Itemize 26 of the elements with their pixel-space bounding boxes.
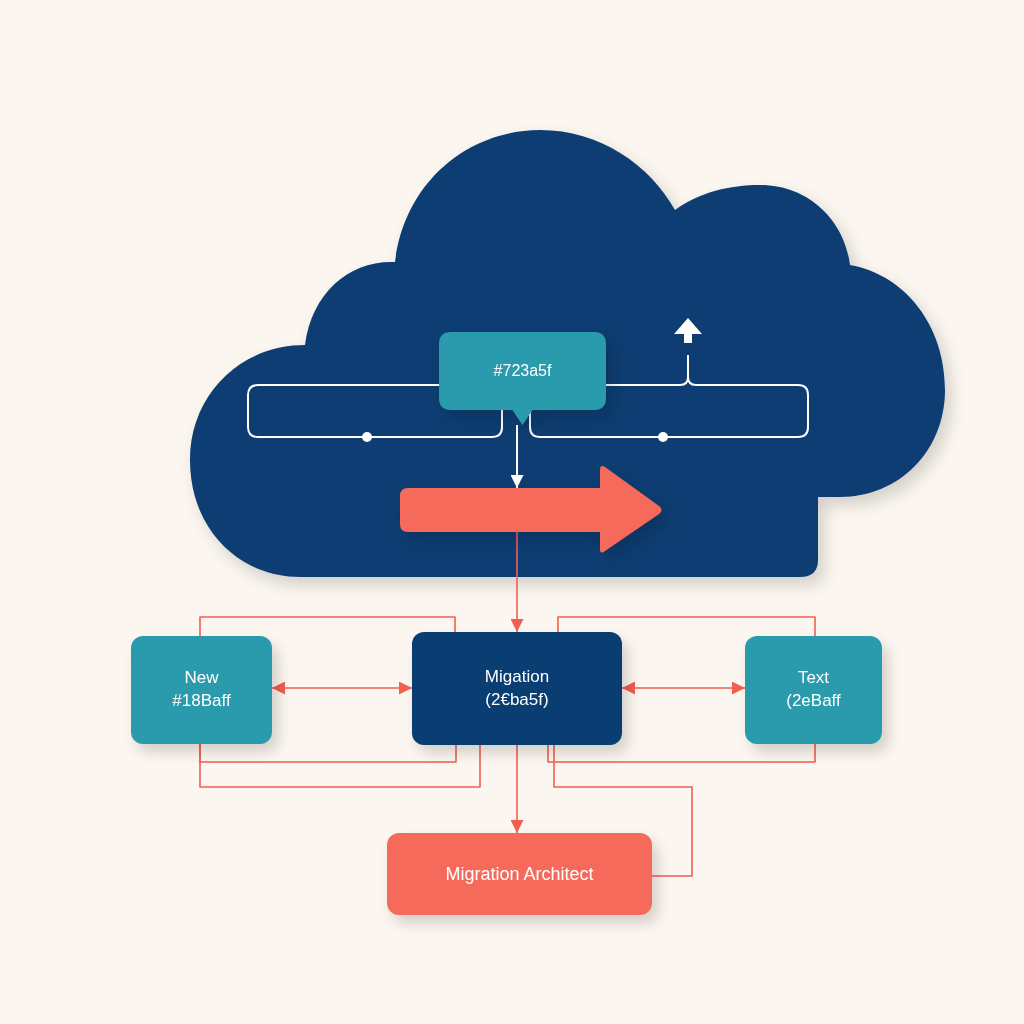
arrow	[271, 681, 413, 695]
node-label: New	[184, 667, 219, 690]
arrow	[621, 681, 746, 695]
node-label: (2€ba5f)	[485, 688, 549, 711]
process-box	[412, 632, 622, 745]
process-box	[387, 833, 652, 915]
connector-line	[547, 743, 816, 763]
process-box	[745, 636, 882, 744]
connector-line	[553, 744, 693, 877]
node-label: Migation	[484, 665, 550, 688]
cloud-shape	[190, 130, 945, 577]
arrow	[510, 744, 524, 834]
node-label: Migration Architect	[445, 862, 594, 886]
connector-line	[199, 743, 457, 763]
connector-line	[199, 743, 481, 788]
arrow	[510, 424, 524, 489]
connector-line	[557, 616, 816, 637]
node-label: #723a5f	[493, 361, 552, 382]
arrow	[510, 531, 524, 633]
block-arrow	[400, 466, 662, 554]
callout-box	[439, 332, 606, 425]
node-label: (2eBaff	[786, 690, 841, 712]
node-label: Text	[797, 667, 830, 690]
node-label: #18Baff	[172, 690, 231, 712]
process-box	[131, 636, 272, 744]
connector-line	[199, 616, 456, 637]
